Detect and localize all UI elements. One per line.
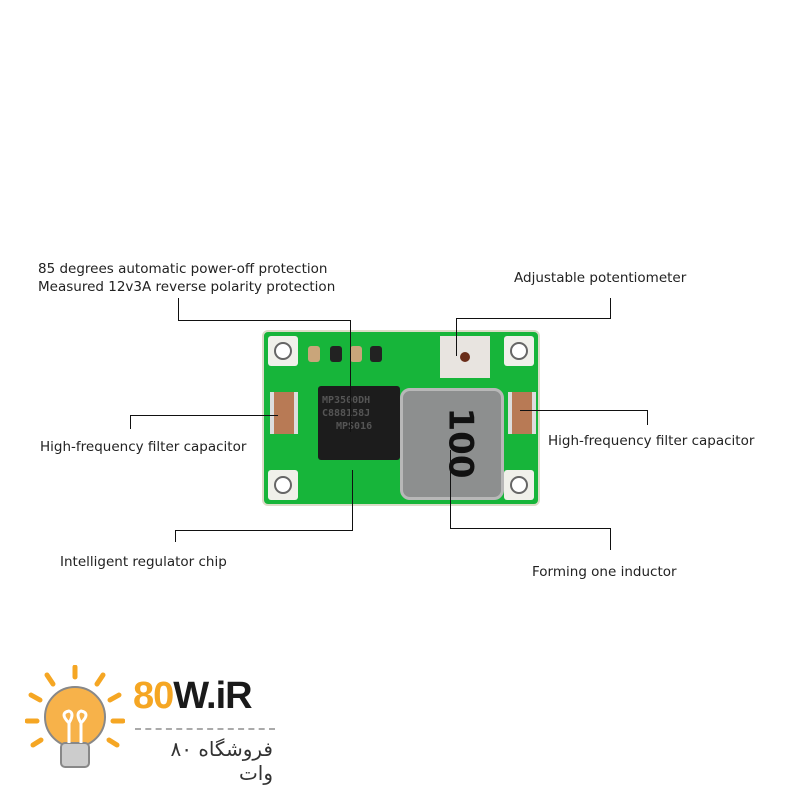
potentiometer-label: Adjustable potentiometer: [514, 270, 687, 286]
mount-hole: [510, 342, 528, 360]
left-capacitor: [270, 392, 298, 434]
smd-component: [308, 346, 320, 362]
mount-hole: [274, 342, 292, 360]
inductor-marking: 100: [440, 407, 481, 479]
persian-store-name: فروشگاه ۸۰ وات: [170, 737, 273, 785]
leader-line: [450, 528, 611, 529]
store-logo: 80W.iR فروشگاه ۸۰ وات: [24, 664, 275, 785]
leader-line: [647, 410, 648, 425]
mount-hole: [510, 476, 528, 494]
inductor-label: Forming one inductor: [532, 564, 677, 580]
brand-name: 80W.iR: [133, 675, 253, 718]
left-capacitor-label: High-frequency filter capacitor: [40, 439, 247, 455]
regulator-chip-label: Intelligent regulator chip: [60, 554, 227, 570]
leader-line: [130, 415, 278, 416]
potentiometer[interactable]: [440, 336, 490, 378]
chip-marking: C888158J: [322, 408, 371, 419]
leader-line: [178, 298, 179, 320]
corner-pad: [268, 470, 298, 500]
corner-pad: [268, 336, 298, 366]
right-capacitor-label: High-frequency filter capacitor: [548, 433, 755, 449]
smd-component: [350, 346, 362, 362]
leader-line: [610, 298, 611, 318]
smd-resistor: [370, 346, 382, 362]
pcb-board: MP3500DH C888158J MPS016 100: [262, 330, 540, 506]
corner-pad: [504, 470, 534, 500]
mount-hole: [274, 476, 292, 494]
right-capacitor: [508, 392, 536, 434]
chip-marking: MP3500DH: [322, 395, 371, 406]
leader-line: [450, 450, 451, 529]
leader-line: [352, 470, 353, 531]
corner-pad: [504, 336, 534, 366]
chip-marking: MPS016: [336, 421, 373, 432]
brand-part: 80: [133, 675, 174, 717]
leader-line: [178, 320, 350, 321]
leader-line: [456, 318, 457, 356]
potentiometer-knob[interactable]: [460, 352, 470, 362]
lightbulb-icon: [24, 664, 126, 768]
divider: [135, 728, 275, 730]
regulator-chip: MP3500DH C888158J MPS016: [318, 386, 400, 460]
leader-line: [350, 320, 351, 432]
inductor: 100: [400, 388, 504, 500]
brand-part: W.iR: [173, 675, 252, 717]
leader-line: [520, 410, 648, 411]
smd-resistor: [330, 346, 342, 362]
leader-line: [175, 530, 352, 531]
protection-label-2: Measured 12v3A reverse polarity protecti…: [38, 279, 336, 295]
leader-line: [610, 528, 611, 550]
leader-line: [130, 415, 131, 429]
protection-label-1: 85 degrees automatic power-off protectio…: [38, 261, 328, 277]
leader-line: [175, 530, 176, 542]
leader-line: [456, 318, 611, 319]
